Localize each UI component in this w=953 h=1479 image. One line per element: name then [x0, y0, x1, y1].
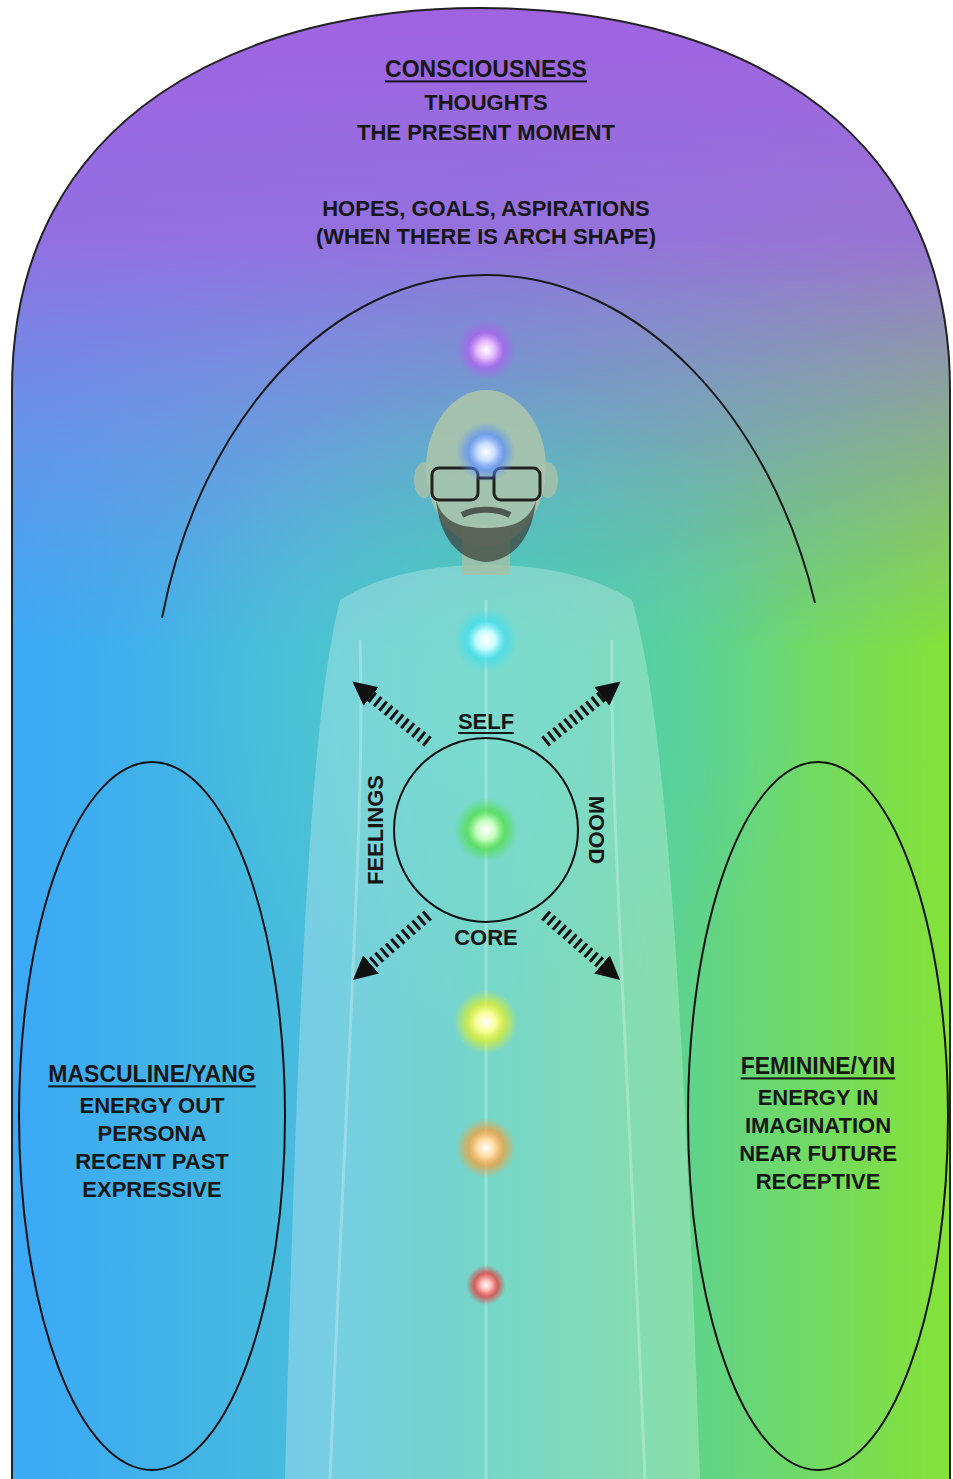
ellipse-text: ENERGY OUT PERSONA RECENT PAST EXPRESSIV… — [65, 1092, 240, 1204]
shape-line — [19, 762, 285, 1470]
region-heading: CONSCIOUSNESS — [385, 55, 587, 84]
ellipse-heading: MASCULINE/YANG — [48, 1060, 255, 1089]
region-text: THE PRESENT MOMENT — [357, 119, 615, 147]
circle-label: MOOD — [582, 796, 610, 864]
shape-line — [688, 762, 948, 1470]
figure — [285, 390, 700, 1479]
circle-label: FEELINGS — [362, 775, 390, 885]
arch-line — [162, 275, 815, 618]
yang-ellipse: MASCULINE/YANG ENERGY OUT PERSONA RECENT … — [17, 760, 287, 1472]
shape-outline — [350, 700, 622, 960]
heart-circle: SELF FEELINGS MOOD CORE — [350, 700, 622, 960]
region-note: HOPES, GOALS, ASPIRATIONS (WHEN THERE IS… — [296, 195, 676, 251]
region-text: THOUGHTS — [424, 89, 547, 117]
circle-label: SELF — [458, 708, 514, 736]
shape-line — [394, 738, 578, 922]
aura-fill — [12, 8, 950, 1479]
shape-line — [12, 8, 950, 1479]
aura-violet — [12, 8, 950, 1479]
chakra-dots — [454, 320, 518, 1305]
energy-arrows — [368, 694, 605, 967]
circle-label: CORE — [454, 924, 518, 952]
yin-ellipse: FEMININE/YIN ENERGY IN IMAGINATION NEAR F… — [686, 760, 950, 1472]
ellipse-heading: FEMININE/YIN — [741, 1052, 896, 1081]
ellipse-text: ENERGY IN IMAGINATION NEAR FUTURE RECEPT… — [731, 1084, 906, 1196]
